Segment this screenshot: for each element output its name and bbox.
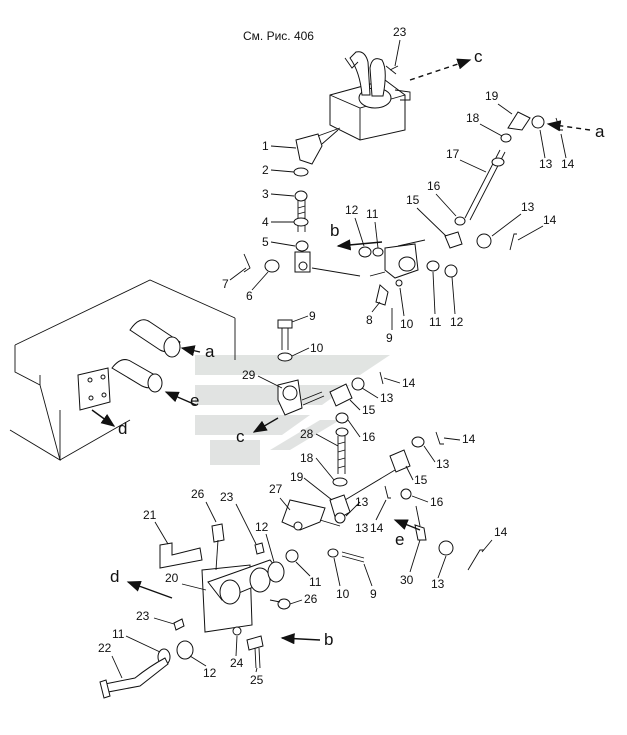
left-rod-stack <box>264 127 361 277</box>
callout-12-bottom: 12 <box>203 666 217 680</box>
callout-30: 30 <box>400 573 414 587</box>
callout-18-top: 18 <box>466 111 480 125</box>
callout-14-right-mid: 14 <box>462 432 476 446</box>
callout-13-right-mid: 13 <box>436 457 450 471</box>
callout-21: 21 <box>143 508 157 522</box>
letter-c-top: c <box>474 47 483 66</box>
callout-3: 3 <box>262 187 269 201</box>
callout-12-right: 12 <box>450 315 464 329</box>
callout-10-lower: 10 <box>336 587 350 601</box>
callout-15-right: 15 <box>414 473 428 487</box>
callout-11-lower: 11 <box>309 575 322 589</box>
callout-15-top: 15 <box>406 193 420 207</box>
callout-13-lower-center: 13 <box>355 495 369 509</box>
callout-5: 5 <box>262 235 269 249</box>
callout-19-top: 19 <box>485 89 499 103</box>
letter-c-center: c <box>236 427 245 446</box>
callout-18-center: 18 <box>300 451 314 465</box>
callout-14-lower: 14 <box>494 525 508 539</box>
callout-13-lower: 13 <box>431 577 445 591</box>
center-clamp-assembly <box>277 319 325 416</box>
control-lever-housing <box>329 51 411 141</box>
callout-15-center: 15 <box>362 403 376 417</box>
right-link-rod <box>344 431 484 571</box>
letter-d-bottom: d <box>110 567 119 586</box>
callout-14-lower-center: 14 <box>370 521 384 535</box>
callout-9-mid: 9 <box>386 331 393 345</box>
bottom-pedal-assembly <box>99 523 291 699</box>
callout-7: 7 <box>222 277 229 291</box>
letter-b-bottom: b <box>324 630 333 649</box>
callout-8: 8 <box>366 313 373 327</box>
callout-29: 29 <box>242 368 256 382</box>
callout-26-top: 26 <box>191 487 205 501</box>
watermark-logo <box>195 355 390 465</box>
callout-23-lower: 23 <box>136 609 150 623</box>
middle-link-rod <box>329 371 384 487</box>
letter-e-right: e <box>395 530 404 549</box>
callout-11-mid: 11 <box>366 207 379 221</box>
callout-24: 24 <box>230 656 244 670</box>
callout-12-mid: 12 <box>345 203 359 217</box>
callout-19-center: 19 <box>290 470 304 484</box>
callout-10-center: 10 <box>310 341 324 355</box>
callout-14-right: 14 <box>543 213 557 227</box>
callout-16-center: 16 <box>362 430 376 444</box>
lower-linkage <box>281 485 391 563</box>
callout-23-top: 23 <box>393 25 407 39</box>
callout-20: 20 <box>165 571 179 585</box>
callout-11-bottom: 11 <box>112 627 125 641</box>
callout-6: 6 <box>246 289 253 303</box>
callout-26-bottom: 26 <box>304 592 318 606</box>
callout-9-center: 9 <box>309 309 316 323</box>
callout-22: 22 <box>98 641 112 655</box>
callout-14-top: 14 <box>561 157 575 171</box>
callout-28: 28 <box>300 427 314 441</box>
callout-10-mid: 10 <box>400 317 414 331</box>
callout-13-top: 13 <box>539 157 553 171</box>
callout-12-lower: 12 <box>255 520 269 534</box>
callout-13-center: 13 <box>380 391 394 405</box>
callout-11-right: 11 <box>429 315 442 329</box>
callout-25: 25 <box>250 673 264 687</box>
callout-9-lower: 9 <box>370 587 377 601</box>
letter-b-mid: b <box>330 221 339 240</box>
letter-e-left: e <box>190 391 199 410</box>
callout-16-top: 16 <box>427 179 441 193</box>
reference-title: См. Рис. 406 <box>243 29 314 43</box>
letter-d-left: d <box>118 419 127 438</box>
tank-body <box>9 279 236 461</box>
callout-13-b: 13 <box>355 521 369 535</box>
callout-2: 2 <box>262 163 269 177</box>
letter-a-left: a <box>205 342 215 361</box>
callout-1: 1 <box>262 139 269 153</box>
letter-a-top: a <box>595 122 605 141</box>
callout-23-bottom: 23 <box>220 490 234 504</box>
callout-4: 4 <box>262 215 269 229</box>
bell-crank-assembly <box>358 239 458 306</box>
callout-16-right: 16 <box>430 495 444 509</box>
callout-14-center: 14 <box>402 376 416 390</box>
callout-17: 17 <box>446 147 460 161</box>
upper-link-rod <box>444 111 563 251</box>
callout-13-right: 13 <box>521 200 535 214</box>
callout-27: 27 <box>269 482 283 496</box>
